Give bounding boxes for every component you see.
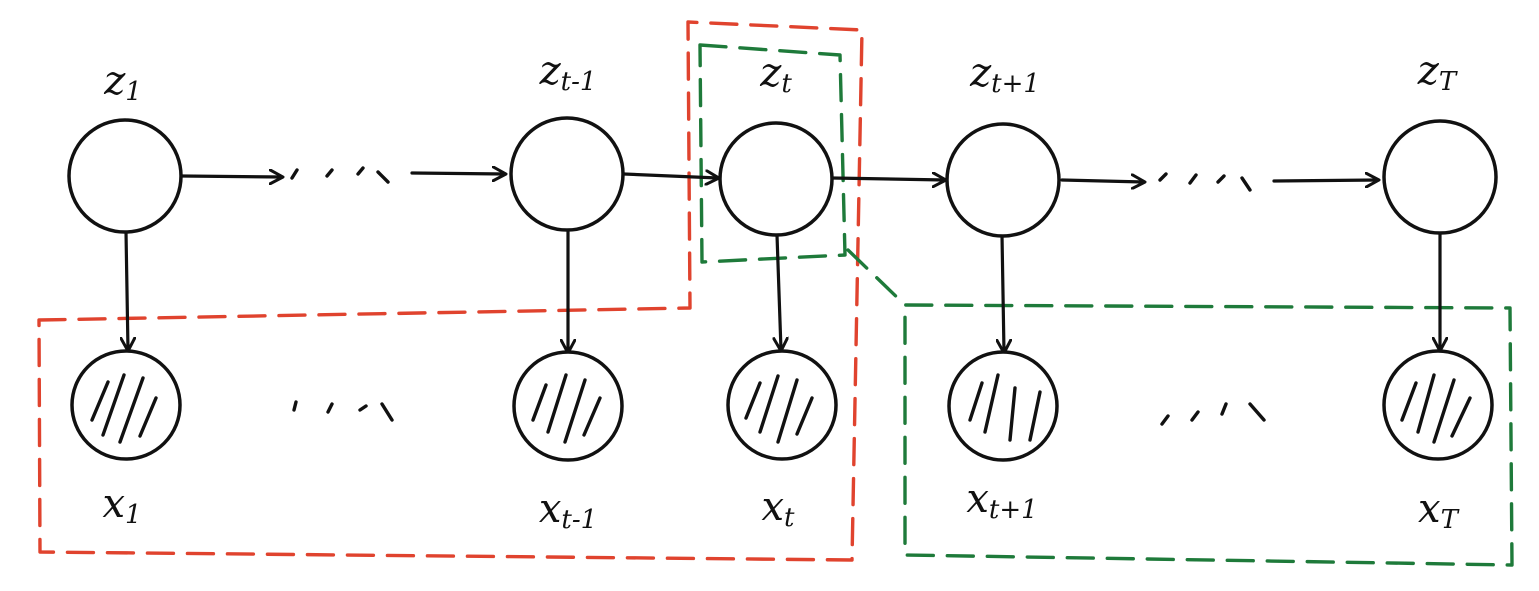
- label-x1: x1: [102, 481, 141, 530]
- ellipsis-bottom-right: [1160, 402, 1266, 426]
- observed-node-xt: [726, 349, 838, 461]
- edge-ellipsis-zt-1: [410, 173, 505, 174]
- label-zT: zT: [1417, 48, 1458, 97]
- latent-node-zt: [718, 121, 834, 237]
- label-xt+1: xt+1: [966, 476, 1037, 525]
- label-xT: xT: [1418, 486, 1460, 535]
- label-xt: xt: [761, 484, 795, 533]
- current-latent-box: [698, 43, 847, 264]
- edge-zt-zt+1: [830, 178, 945, 180]
- label-zt: zt: [759, 50, 792, 99]
- label-z1: z1: [103, 58, 142, 107]
- latent-node-zT: [1382, 119, 1498, 235]
- edge-z1-ellipsis: [180, 176, 282, 177]
- latent-node-zt-1: [509, 116, 625, 232]
- label-zt+1: zt+1: [969, 50, 1040, 99]
- ellipsis-top-right: [1158, 172, 1252, 192]
- observed-node-xt-1: [512, 350, 624, 462]
- label-zt-1: zt-1: [539, 48, 597, 97]
- edge-zt-xt: [777, 233, 781, 350]
- observed-node-xT: [1382, 349, 1494, 461]
- observed-node-xt+1: [947, 350, 1059, 462]
- future-region-box: [846, 248, 1514, 567]
- ellipsis-bottom-left: [292, 400, 394, 422]
- past-region-box: [37, 20, 864, 562]
- latent-node-z1: [67, 118, 183, 234]
- edge-ellipsis-zT: [1272, 180, 1378, 181]
- edge-zt-1-zt: [622, 174, 718, 178]
- edge-zt+1-xt+1: [1002, 233, 1004, 352]
- label-xt-1: xt-1: [539, 486, 597, 535]
- observed-node-x1: [70, 349, 182, 461]
- edge-zt+1-ellipsis: [1060, 180, 1144, 182]
- ellipsis-top-left: [290, 166, 390, 184]
- edge-z1-x1: [126, 230, 128, 350]
- latent-node-zt+1: [945, 122, 1061, 238]
